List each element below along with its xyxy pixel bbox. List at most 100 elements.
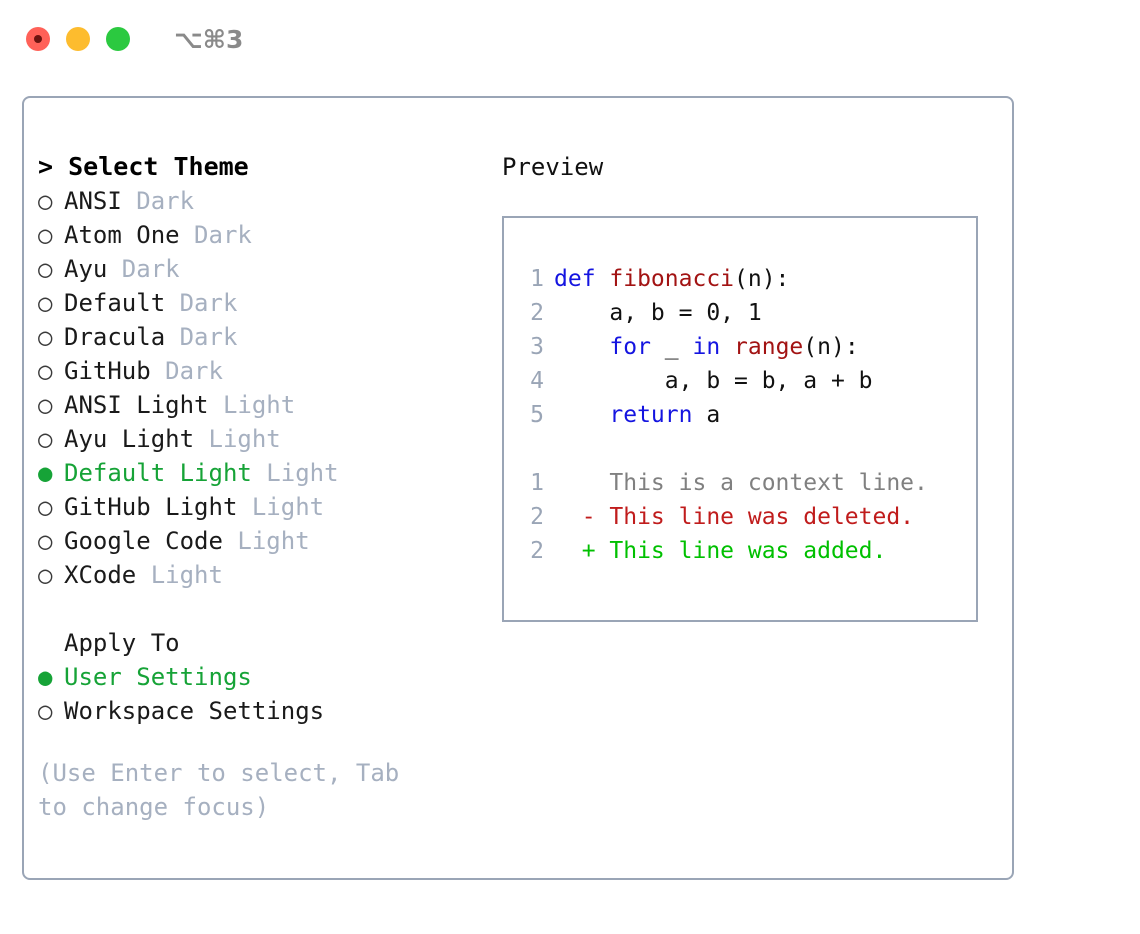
theme-list-item[interactable]: ○Atom One Dark [38,218,508,252]
theme-item-category-tag: Light [222,527,310,555]
section-spacer [38,592,508,626]
theme-item-category-tag: Light [208,391,296,419]
radio-unselected-icon: ○ [38,527,53,555]
theme-item-category-tag: Light [251,459,339,487]
theme-list-item[interactable]: ○ Default Dark [38,286,508,320]
apply-to-item-label: Workspace Settings [64,697,325,725]
minimize-button-icon[interactable] [66,27,90,51]
code-token: (n): [734,266,790,292]
theme-item-category-tag: Light [237,493,325,521]
code-token: a [692,402,721,428]
theme-item-category-tag: Light [194,425,281,453]
maximize-button-icon[interactable] [106,27,130,51]
code-token: (n): [803,334,859,360]
apply-to-item-label: User Settings [64,663,252,691]
code-line: 5 return a [518,398,970,432]
code-token: def [554,266,610,292]
radio-unselected-icon: ○ [38,561,53,589]
theme-item-label: ANSI [64,187,122,215]
theme-item-category-tag: Dark [121,187,195,215]
theme-list-item[interactable]: ○ ANSI Light Light [38,388,508,422]
theme-item-category-tag: Dark [165,323,238,351]
code-token: fibonacci [609,266,735,292]
theme-item-label: Ayu Light [64,425,195,453]
theme-list-item[interactable]: ○ GitHub Dark [38,354,508,388]
code-token [720,334,734,360]
theme-list-item[interactable]: ○ ANSI Dark [38,184,508,218]
code-line: 3 for _ in range(n): [518,330,970,364]
theme-list-item[interactable]: ●Default Light Light [38,456,508,490]
close-button-icon[interactable] [26,27,50,51]
select-theme-heading-label: Select Theme [68,152,249,181]
theme-item-label: Atom One [64,221,180,249]
help-text: (Use Enter to select, Tab to change focu… [38,759,400,821]
diff-sign [554,470,596,496]
radio-unselected-icon: ○ [38,289,53,317]
diff-line: 1 This is a context line. [518,466,970,500]
theme-list-item[interactable]: ○ GitHub Light Light [38,490,508,524]
preview-heading: Preview [502,153,604,181]
code-token: a, b = b, a + b [554,368,873,394]
line-number: 1 [530,266,544,292]
line-number: 2 [530,300,544,326]
apply-to-list-item[interactable]: ○ Workspace Settings [38,694,508,728]
select-theme-heading: > Select Theme [38,150,508,184]
traffic-light-group [26,27,130,51]
line-number: 2 [530,538,544,564]
title-bar: ⌥⌘3 [0,0,1140,78]
diff-sign: - [554,504,596,530]
radio-unselected-icon: ○ [38,357,53,385]
theme-item-category-tag: Dark [107,255,180,283]
theme-item-label: ANSI Light [64,391,209,419]
code-line: 2 a, b = 0, 1 [518,296,970,330]
diff-sign: + [554,538,596,564]
theme-item-category-tag: Dark [165,289,238,317]
code-token: in [692,334,721,360]
line-number: 1 [530,470,544,496]
theme-item-label: GitHub Light [64,493,238,521]
theme-item-label: Default [64,289,166,317]
theme-list-item[interactable]: ○ Ayu Light Light [38,422,508,456]
line-number: 5 [530,402,544,428]
code-token: range [734,334,804,360]
code-token: return [609,402,693,428]
line-number: 4 [530,368,544,394]
diff-line: 2 - This line was deleted. [518,500,970,534]
code-token [554,402,609,428]
theme-item-label: Dracula [64,323,166,351]
theme-item-category-tag: Dark [150,357,223,385]
radio-unselected-icon: ○ [38,425,53,453]
radio-unselected-icon: ○ [38,255,53,283]
theme-item-label: GitHub [64,357,151,385]
code-token: for [609,334,651,360]
theme-item-label: XCode [64,561,137,589]
theme-item-category-tag: Light [136,561,223,589]
code-line: 4 a, b = b, a + b [518,364,970,398]
radio-unselected-icon: ○ [38,493,53,521]
theme-selector-column: > Select Theme ○ANSI Dark○Atom One Dark○… [38,150,508,824]
theme-item-label: Ayu [64,255,108,283]
focus-caret: > [38,152,69,181]
radio-unselected-icon: ○ [38,697,53,725]
radio-selected-icon: ● [38,663,53,691]
radio-selected-icon: ● [38,459,53,487]
apply-to-heading: Apply To [64,629,180,657]
radio-unselected-icon: ○ [38,391,53,419]
code-token [554,334,609,360]
theme-list-item[interactable]: ○ Dracula Dark [38,320,508,354]
radio-unselected-icon: ○ [38,187,53,215]
theme-list-item[interactable]: ○ XCode Light [38,558,508,592]
theme-list-item[interactable]: ○ Ayu Dark [38,252,508,286]
radio-unselected-icon: ○ [38,221,53,249]
diff-text: This line was deleted. [595,504,915,530]
keyboard-shortcut-label: ⌥⌘3 [174,24,244,54]
line-number: 2 [530,504,544,530]
radio-unselected-icon: ○ [38,323,53,351]
diff-line: 2 + This line was added. [518,534,970,568]
code-token: a, b = 0, 1 [554,300,762,326]
theme-list-item[interactable]: ○Google Code Light [38,524,508,558]
apply-to-list-item[interactable]: ● User Settings [38,660,508,694]
